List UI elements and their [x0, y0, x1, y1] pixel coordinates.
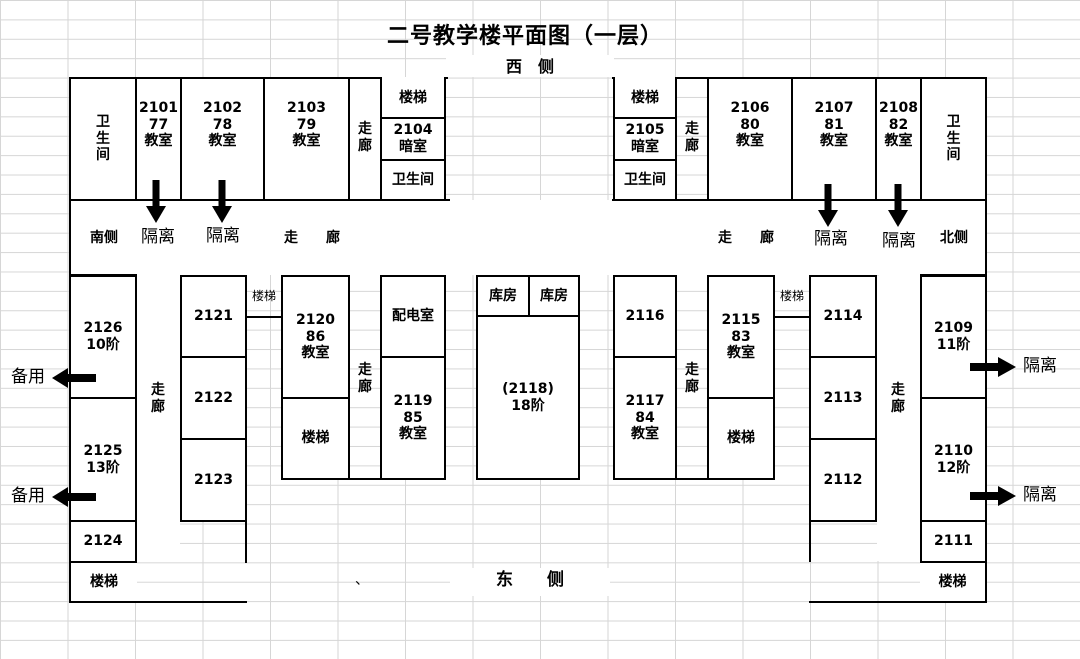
down-arrow-icon	[212, 180, 232, 223]
toilet-north: 卫 生 间	[920, 77, 987, 201]
reserve-label-2126: 备用	[11, 367, 45, 387]
toilet-east-small: 卫生间	[613, 159, 677, 201]
isolation-label-2101: 隔离	[141, 227, 175, 247]
stairs-2120: 楼梯	[281, 397, 350, 480]
north-inner-wall	[809, 520, 811, 562]
corridor-label-north: 走 廊	[718, 230, 774, 246]
toilet-west-small: 卫生间	[380, 159, 446, 201]
west-label-bg	[446, 55, 614, 77]
corridor-label-south: 走 廊	[284, 230, 340, 246]
east-label-bg	[450, 568, 610, 596]
north-side-label: 北侧	[940, 230, 968, 246]
warehouse-2: 库房	[528, 275, 580, 317]
down-arrow-icon	[818, 184, 838, 227]
west-side-label: 西 侧	[505, 57, 554, 76]
stairs-link-2115	[773, 316, 811, 318]
stairs-link-2120	[245, 316, 283, 318]
west-stair-corridor	[350, 79, 380, 199]
room-2107: 2107 81 教室	[791, 77, 877, 201]
isolation-label-2107: 隔离	[814, 229, 848, 249]
bottom-wall-north	[809, 601, 987, 603]
corridor-label-west-top: 走 廊	[358, 121, 372, 154]
south-side-label: 南侧	[90, 230, 118, 246]
room-2103: 2103 79 教室	[263, 77, 350, 201]
right-arrow-icon	[970, 486, 1016, 506]
room-2104: 2104 暗室	[380, 117, 446, 161]
room-2118: (2118) 18阶	[476, 315, 580, 480]
page-title: 二号教学楼平面图（一层）	[386, 24, 663, 49]
stairs-east-top: 楼梯	[613, 77, 677, 119]
corridor-label-east-mid: 走 廊	[685, 362, 699, 395]
room-2105: 2105 暗室	[613, 117, 677, 161]
right-arrow-icon	[970, 357, 1016, 377]
toilet-label: 卫 生 间	[96, 113, 110, 164]
room-2115: 2115 83 教室	[707, 275, 775, 399]
stairs-south-bottom: 楼梯	[69, 561, 137, 603]
room-2112: 2112	[809, 438, 877, 522]
stray-mark: 、	[355, 572, 369, 588]
stairs-west-top: 楼梯	[380, 77, 446, 119]
stairs-label-2115: 楼梯	[779, 289, 804, 303]
room-2114: 2114	[809, 275, 877, 358]
corridor-label-west-mid: 走 廊	[358, 362, 372, 395]
stairs-2115: 楼梯	[707, 397, 775, 480]
west-mid-bottom-wall	[348, 478, 382, 480]
room-2106: 2106 80 教室	[707, 77, 793, 201]
room-2120: 2120 86 教室	[281, 275, 350, 399]
north-wing-corridor	[877, 276, 920, 561]
toilet-label: 卫 生 间	[946, 113, 961, 164]
corridor-label-north-wing: 走 廊	[891, 382, 905, 415]
room-2102: 2102 78 教室	[180, 77, 265, 201]
isolation-label-2109: 隔离	[1023, 356, 1057, 376]
corridor-label-east-top: 走 廊	[685, 121, 699, 154]
room-2122: 2122	[180, 356, 247, 440]
down-arrow-icon	[146, 180, 166, 223]
room-2121: 2121	[180, 275, 247, 358]
room-2109: 2109 11阶	[920, 275, 987, 399]
room-2113: 2113	[809, 356, 877, 440]
isolation-label-2102: 隔离	[206, 226, 240, 246]
room-2110: 2110 12阶	[920, 397, 987, 522]
toilet-south: 卫 生 间	[69, 77, 137, 201]
room-2119: 2119 85 教室	[380, 356, 446, 480]
south-inner-wall	[245, 520, 247, 562]
room-2124: 2124	[69, 520, 137, 563]
room-2108: 2108 82 教室	[875, 77, 922, 201]
isolation-label-2108: 隔离	[882, 231, 916, 251]
east-mid-bottom-wall	[675, 478, 709, 480]
isolation-label-2110: 隔离	[1023, 485, 1057, 505]
room-2125: 2125 13阶	[69, 397, 137, 522]
south-wing-corridor	[137, 276, 180, 561]
left-arrow-icon	[52, 368, 96, 388]
room-2111: 2111	[920, 520, 987, 563]
stairs-north-bottom: 楼梯	[920, 561, 987, 603]
warehouse-1: 库房	[476, 275, 530, 317]
power-room: 配电室	[380, 275, 446, 358]
bottom-wall-south	[69, 601, 247, 603]
corridor-label-south-wing: 走 廊	[151, 382, 165, 415]
reserve-label-2125: 备用	[11, 486, 45, 506]
room-2123: 2123	[180, 438, 247, 522]
east-side-label: 东 侧	[496, 570, 564, 590]
stairs-label-2120: 楼梯	[251, 289, 276, 303]
left-arrow-icon	[52, 487, 96, 507]
room-2116: 2116	[613, 275, 677, 358]
down-arrow-icon	[888, 184, 908, 227]
room-2117: 2117 84 教室	[613, 356, 677, 480]
